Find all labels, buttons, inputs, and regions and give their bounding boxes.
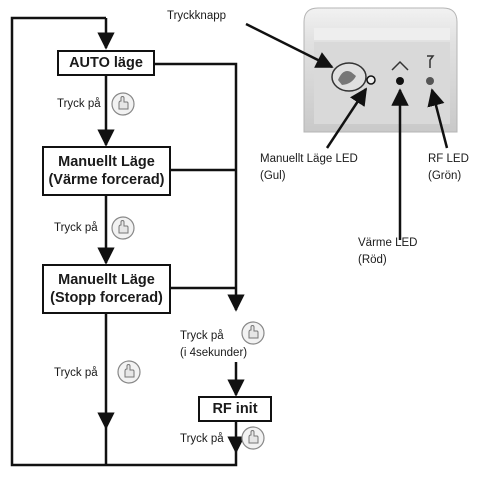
rf-init-label: RF init <box>212 401 258 417</box>
pressing-hand-icon <box>111 92 135 116</box>
manual-stop-box: Manuellt Läge (Stopp forcerad) <box>42 264 171 314</box>
auto-right-line <box>154 62 245 312</box>
manual-stop-line-2: (Stopp forcerad) <box>50 290 163 306</box>
pressing-hand-icon <box>241 321 265 345</box>
rf-led-label-1: RF LED <box>428 153 469 165</box>
button-callout-line <box>245 22 334 69</box>
press-label-3: Tryck på <box>54 367 98 379</box>
push-button-label: Tryckknapp <box>167 10 227 22</box>
press-label-5: Tryck på <box>180 433 224 445</box>
rf-led-label-2: (Grön) <box>428 170 462 182</box>
manual-led-label-1: Manuellt Läge LED <box>260 153 358 165</box>
manual-stop-line-1: Manuellt Läge <box>58 272 155 288</box>
rf-return-line <box>106 452 238 467</box>
rf-led-callout-line <box>427 88 449 149</box>
manual-heat-line-2: (Värme forcerad) <box>48 172 165 188</box>
auto-mode-box: AUTO läge <box>57 50 155 76</box>
press-4sec-label-1: Tryck på <box>180 330 224 342</box>
heat-led-label-1: Värme LED <box>358 237 418 249</box>
manual-led-callout-line <box>325 87 368 149</box>
device-panel <box>303 7 458 133</box>
heat-led-icon <box>396 77 404 85</box>
pressing-hand-icon <box>117 360 141 384</box>
press-4sec-label-2: (i 4sekunder) <box>180 347 248 359</box>
loop-back-line <box>10 16 106 467</box>
manual-heat-box: Manuellt Läge (Värme forcerad) <box>42 146 171 196</box>
rf-init-box: RF init <box>198 396 272 422</box>
manual-led-icon <box>366 75 376 85</box>
heat-led-label-2: (Röd) <box>358 254 387 266</box>
press-label-1: Tryck på <box>57 98 101 110</box>
manual-led-label-2: (Gul) <box>260 170 286 182</box>
manual-heat-line-1: Manuellt Läge <box>58 154 155 170</box>
rf-led-icon <box>426 77 434 85</box>
pressing-hand-icon <box>111 216 135 240</box>
press-label-2: Tryck på <box>54 222 98 234</box>
pressing-hand-icon <box>241 426 265 450</box>
auto-mode-label: AUTO läge <box>69 55 143 71</box>
